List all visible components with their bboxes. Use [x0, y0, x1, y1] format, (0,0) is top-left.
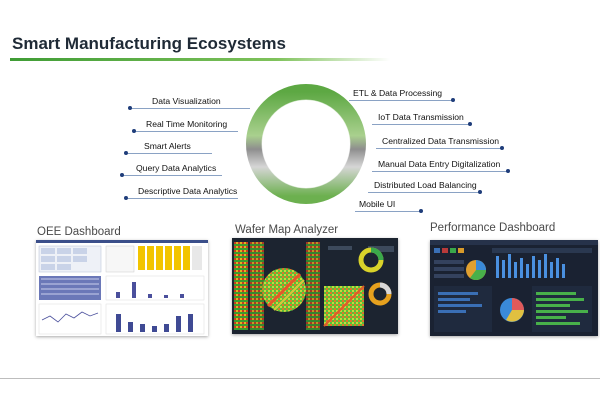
ecosystem-ring: [246, 84, 366, 204]
performance-dashboard-thumbnail: [430, 240, 598, 336]
feature-etl-data-processing: ETL & Data Processing: [349, 88, 455, 102]
panel-title-wafer: Wafer Map Analyzer: [235, 224, 339, 236]
feature-smart-alerts: Smart Alerts: [124, 141, 212, 155]
feature-manual-data-entry-digitalization: Manual Data Entry Digitalization: [372, 159, 510, 173]
feature-data-visualization: Data Visualization: [128, 96, 250, 110]
feature-mobile-ui: Mobile UI: [355, 199, 423, 213]
title-underline: [10, 58, 390, 61]
oee-dashboard-thumbnail: [36, 240, 208, 336]
page-title: Smart Manufacturing Ecosystems: [12, 34, 286, 53]
feature-descriptive-data-analytics: Descriptive Data Analytics: [124, 186, 238, 200]
bottom-divider: [0, 378, 600, 379]
feature-real-time-monitoring: Real Time Monitoring: [132, 119, 238, 133]
wafer-map-thumbnail: [232, 238, 398, 334]
feature-centralized-data-transmission: Centralized Data Transmission: [376, 136, 504, 150]
panel-title-performance: Performance Dashboard: [430, 222, 556, 234]
feature-query-data-analytics: Query Data Analytics: [120, 163, 222, 177]
feature-iot-data-transmission: IoT Data Transmission: [372, 112, 472, 126]
feature-distributed-load-balancing: Distributed Load Balancing: [368, 180, 482, 194]
panel-title-oee: OEE Dashboard: [37, 226, 121, 238]
